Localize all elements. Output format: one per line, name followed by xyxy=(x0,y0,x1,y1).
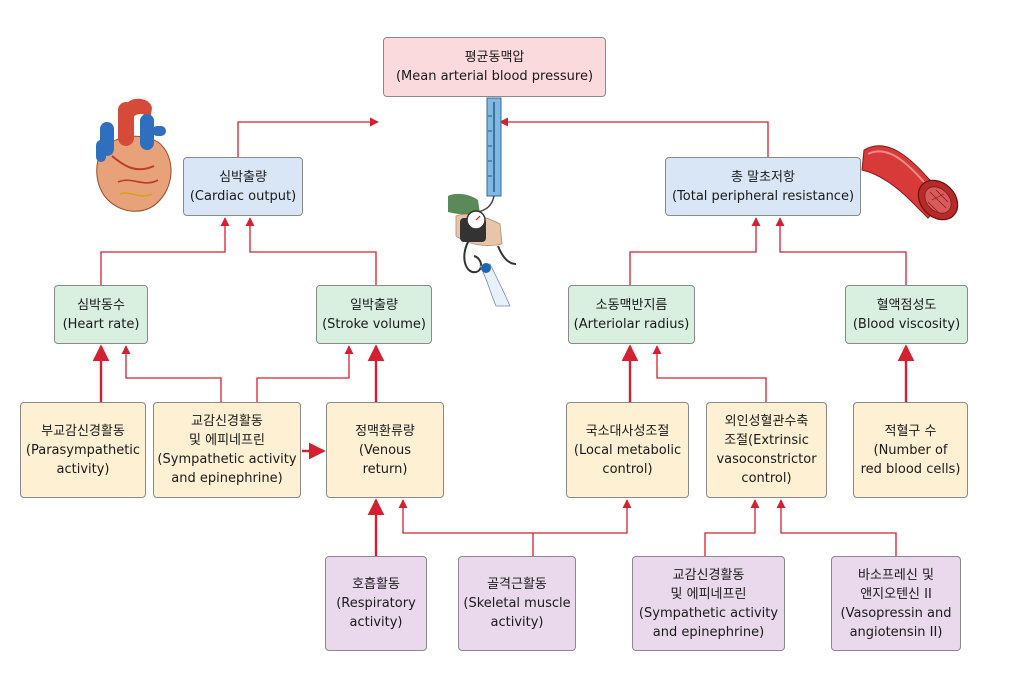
label-line-4: control) xyxy=(741,471,792,486)
label-line-3: control) xyxy=(602,461,653,477)
node-venous-return: 정맥환류량 (Venous return) xyxy=(326,402,444,498)
blood-vessel-illustration xyxy=(861,145,959,221)
label-line-3: return) xyxy=(362,461,408,477)
label-en: (Mean arterial blood pressure) xyxy=(395,69,594,84)
label-line-3: red blood cells) xyxy=(860,461,961,477)
label-line-3: (Sympathetic activity xyxy=(638,605,779,621)
label-line-1: 골격근활동 xyxy=(487,577,547,592)
label-line-1: 부교감신경활동 xyxy=(41,423,125,439)
node-respiratory-activity: 호흡활동 (Respiratory activity) xyxy=(325,556,427,651)
label-line-2: (Venous xyxy=(358,442,412,458)
label-ko: 심박동수 xyxy=(77,297,125,313)
label-ko: 소동맥반지름 xyxy=(595,297,668,313)
node-total-peripheral-resistance: 총 말초저항 (Total peripheral resistance) xyxy=(665,157,861,216)
node-blood-viscosity: 혈액점성도 (Blood viscosity) xyxy=(845,285,968,344)
label-line-3: (Vasopressin and xyxy=(840,605,952,621)
label-line-3: (Sympathetic activity xyxy=(157,452,297,467)
sphygmomanometer-illustration xyxy=(448,97,517,307)
arrow-extrinsic-to-radius xyxy=(652,345,767,402)
label-line-2: (Skeletal muscle xyxy=(463,596,571,611)
arrow-viscosity-to-tpr xyxy=(775,217,907,285)
label-line-2: (Local metabolic xyxy=(573,442,682,458)
label-line-2: (Respiratory xyxy=(336,596,416,611)
label-line-1: 적혈구 수 xyxy=(884,423,937,439)
label-line-2: 조절(Extrinsic xyxy=(724,433,809,448)
label-line-3: activity) xyxy=(490,615,544,630)
label-ko: 심박출량 xyxy=(219,169,267,185)
arrow-sym1-to-sv xyxy=(256,345,354,402)
node-sympathetic-activity-cardiac: 교감신경활동 및 에피네프린 (Sympathetic activity and… xyxy=(153,402,301,498)
label-line-2: 및 에피네프린 xyxy=(670,586,747,602)
node-heart-rate: 심박동수 (Heart rate) xyxy=(54,285,148,344)
label-line-1: 바소프레신 및 xyxy=(858,567,934,583)
heart-illustration xyxy=(96,98,172,212)
node-arteriolar-radius: 소동맥반지름 (Arteriolar radius) xyxy=(568,285,695,344)
node-mean-arterial-pressure: 평균동맥압 (Mean arterial blood pressure) xyxy=(383,37,606,97)
arrow-skeletal-to-local xyxy=(533,499,632,534)
arrow-sv-to-co xyxy=(245,217,377,285)
label-ko: 일박출량 xyxy=(350,297,398,313)
label-line-2: (Number of xyxy=(873,442,948,458)
label-line-1: 호흡활동 xyxy=(352,577,400,592)
label-ko: 평균동맥압 xyxy=(464,50,525,65)
label-line-1: 교감신경활동 xyxy=(672,567,745,583)
label-line-3: vasoconstrictor xyxy=(716,452,817,467)
label-line-3: activity) xyxy=(349,615,403,630)
arrow-co-to-map xyxy=(237,117,379,157)
arrow-sym1-to-hr xyxy=(121,345,222,402)
label-en: (Stroke volume) xyxy=(322,316,426,332)
label-en: (Heart rate) xyxy=(62,316,140,332)
label-ko: 혈액점성도 xyxy=(876,297,937,313)
node-local-metabolic-control: 국소대사성조절 (Local metabolic control) xyxy=(566,402,689,498)
label-en: (Arteriolar radius) xyxy=(573,316,690,332)
label-line-4: and epinephrine) xyxy=(652,624,765,640)
arrow-hr-to-co xyxy=(100,217,230,285)
node-extrinsic-vasoconstrictor-control: 외인성혈관수축 조절(Extrinsic vasoconstrictor con… xyxy=(706,402,827,498)
label-line-2: (Parasympathetic xyxy=(25,442,141,458)
node-stroke-volume: 일박출량 (Stroke volume) xyxy=(316,285,432,344)
label-line-4: and epinephrine) xyxy=(171,471,283,486)
label-line-1: 교감신경활동 xyxy=(191,414,263,429)
label-line-1: 외인성혈관수축 xyxy=(724,414,809,429)
label-line-1: 국소대사성조절 xyxy=(585,423,670,439)
label-line-3: activity) xyxy=(56,461,110,477)
node-skeletal-muscle-activity: 골격근활동 (Skeletal muscle activity) xyxy=(458,556,576,651)
arrow-skeletal-to-venous xyxy=(398,499,534,556)
label-line-2: 앤지오텐신 II xyxy=(860,586,932,602)
label-en: (Cardiac output) xyxy=(189,188,297,204)
arrow-sym2-to-extrinsic xyxy=(704,499,760,556)
node-vasopressin-angiotensin: 바소프레신 및 앤지오텐신 II (Vasopressin and angiot… xyxy=(831,556,961,651)
arrow-radius-to-tpr xyxy=(629,217,761,285)
node-cardiac-output: 심박출량 (Cardiac output) xyxy=(183,157,303,216)
label-line-2: 및 에피네프린 xyxy=(189,433,265,448)
node-number-of-red-blood-cells: 적혈구 수 (Number of red blood cells) xyxy=(853,402,968,498)
arrow-vaso-to-extrinsic xyxy=(776,499,897,556)
label-ko: 총 말초저항 xyxy=(731,169,795,185)
node-sympathetic-activity-vascular: 교감신경활동 및 에피네프린 (Sympathetic activity and… xyxy=(632,556,785,651)
label-line-4: angiotensin II) xyxy=(849,624,943,640)
label-line-1: 정맥환류량 xyxy=(355,423,415,439)
node-parasympathetic-activity: 부교감신경활동 (Parasympathetic activity) xyxy=(20,402,146,498)
label-en: (Total peripheral resistance) xyxy=(671,188,855,204)
label-en: (Blood viscosity) xyxy=(852,316,961,332)
arrow-tpr-to-map xyxy=(499,117,769,157)
